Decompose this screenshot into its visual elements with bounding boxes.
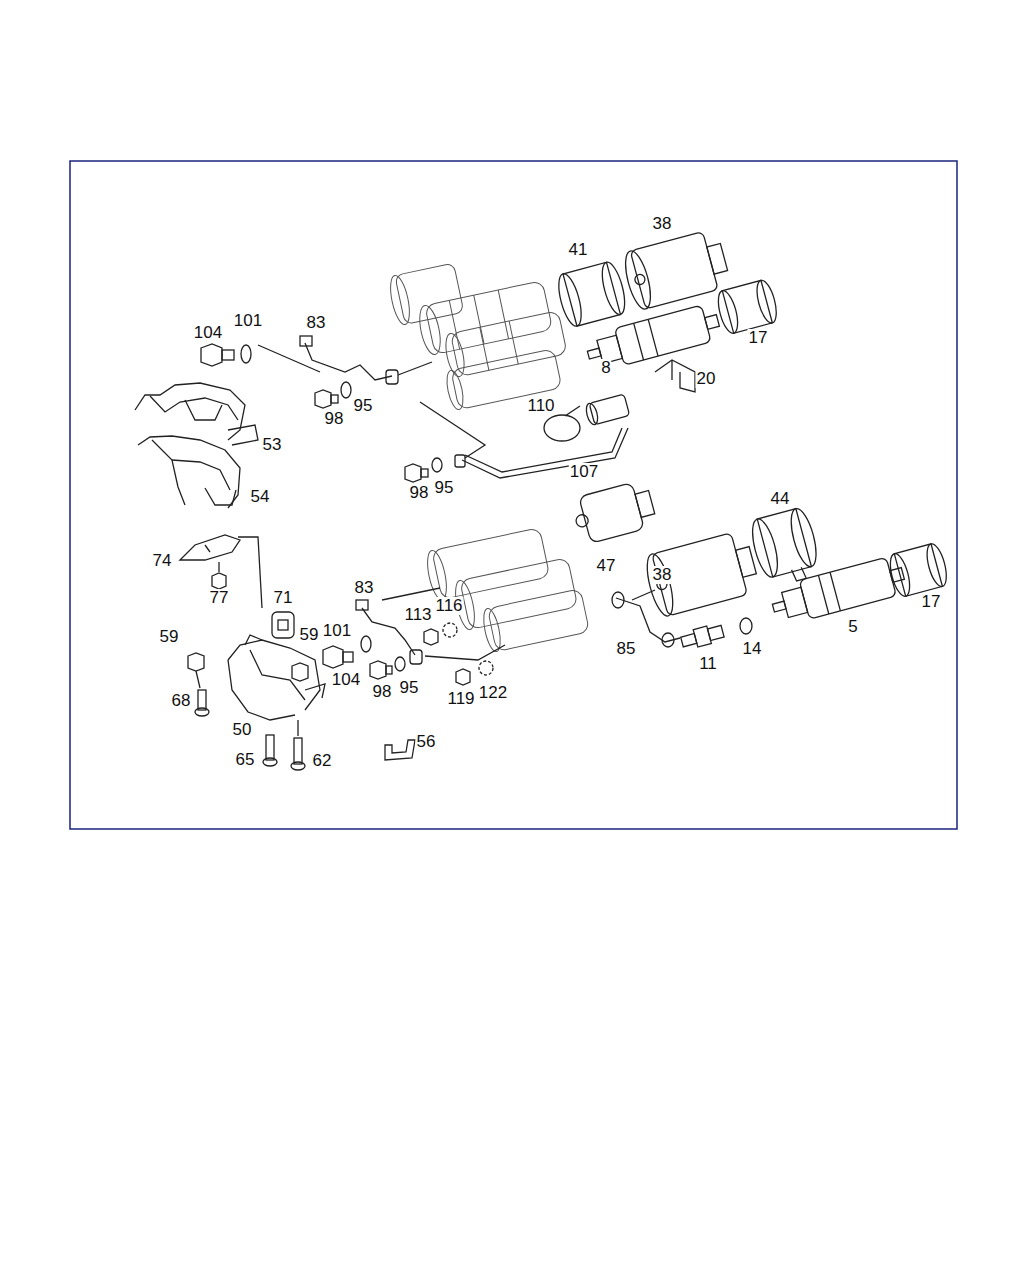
callout-number: 101: [233, 312, 263, 330]
callout-number: 95: [399, 679, 420, 697]
callout-number: 95: [353, 397, 374, 415]
callout-number: 47: [596, 557, 617, 575]
nut: [188, 653, 204, 671]
lock-washer: [479, 661, 493, 675]
washer: [432, 458, 442, 472]
nut: [456, 669, 470, 685]
callout-number: 44: [770, 490, 791, 508]
bolt: [291, 738, 305, 770]
nut: [424, 629, 438, 645]
callout-number: 83: [306, 314, 327, 332]
bolt: [195, 690, 209, 716]
pump-housing: [424, 528, 590, 653]
callout-number: 20: [696, 370, 717, 388]
callout-number: 65: [235, 751, 256, 769]
washer: [395, 657, 405, 671]
callout-number: 11: [698, 655, 718, 673]
banjo-bolt: [323, 646, 353, 668]
callout-number: 17: [921, 593, 942, 611]
plug: [315, 390, 338, 408]
nut: [212, 573, 226, 589]
sleeve: [887, 542, 951, 598]
callout-number: 101: [322, 622, 352, 640]
clamp: [138, 436, 240, 508]
lock-washer: [443, 623, 457, 637]
callout-number: 56: [416, 733, 437, 751]
washer: [341, 382, 351, 398]
callout-number: 119: [446, 690, 475, 708]
callout-number: 53: [262, 436, 283, 454]
callout-number: 59: [299, 626, 320, 644]
callout-number: 62: [312, 752, 333, 770]
ring-sleeve: [554, 260, 629, 328]
callout-number: 50: [232, 721, 253, 739]
accumulator: [570, 479, 658, 546]
callout-number: 85: [616, 640, 637, 658]
callout-number: 110: [526, 397, 555, 415]
washer: [740, 618, 752, 634]
rubber-mount: [272, 612, 294, 638]
callout-number: 98: [409, 484, 430, 502]
callout-number: 68: [171, 692, 192, 710]
callout-number: 14: [742, 640, 763, 658]
fuel-filter: [621, 228, 732, 312]
fuel-line: [616, 598, 680, 642]
bracket: [180, 535, 240, 560]
callout-number: 104: [331, 671, 361, 689]
plug: [405, 464, 428, 482]
hose-clamp: [544, 415, 580, 441]
washer: [361, 636, 371, 652]
clamp: [228, 635, 325, 720]
nut: [292, 663, 308, 681]
fuel-filter: [642, 529, 761, 618]
frame: [70, 161, 957, 829]
clamp: [135, 383, 258, 445]
clip: [385, 740, 415, 760]
callout-number: 113: [403, 606, 432, 624]
plug: [370, 661, 392, 679]
callout-number: 71: [273, 589, 294, 607]
callout-number: 17: [748, 329, 769, 347]
callout-number: 77: [209, 589, 230, 607]
washer: [241, 345, 251, 363]
fitting: [680, 622, 725, 650]
fuel-pump: [768, 554, 908, 627]
callout-number: 74: [152, 552, 173, 570]
fuel-line: [305, 343, 392, 380]
callout-number: 104: [193, 324, 223, 342]
callout-number: 107: [569, 463, 599, 481]
bracket: [655, 360, 695, 392]
banjo-bolt: [201, 344, 234, 366]
callout-number: 38: [652, 566, 673, 584]
callout-number: 98: [324, 410, 345, 428]
callout-number: 5: [847, 618, 858, 636]
callout-number: 54: [250, 488, 271, 506]
callout-number: 83: [354, 579, 375, 597]
callout-number: 8: [600, 359, 611, 377]
callout-number: 98: [372, 683, 393, 701]
callout-number: 95: [434, 479, 455, 497]
bolt: [263, 735, 277, 766]
callout-number: 38: [652, 215, 673, 233]
pump-housing: [387, 263, 567, 411]
callout-number: 122: [478, 684, 508, 702]
sleeve: [715, 278, 780, 335]
callout-number: 59: [159, 628, 180, 646]
callout-number: 116: [434, 597, 463, 615]
callout-number: 41: [568, 241, 589, 259]
